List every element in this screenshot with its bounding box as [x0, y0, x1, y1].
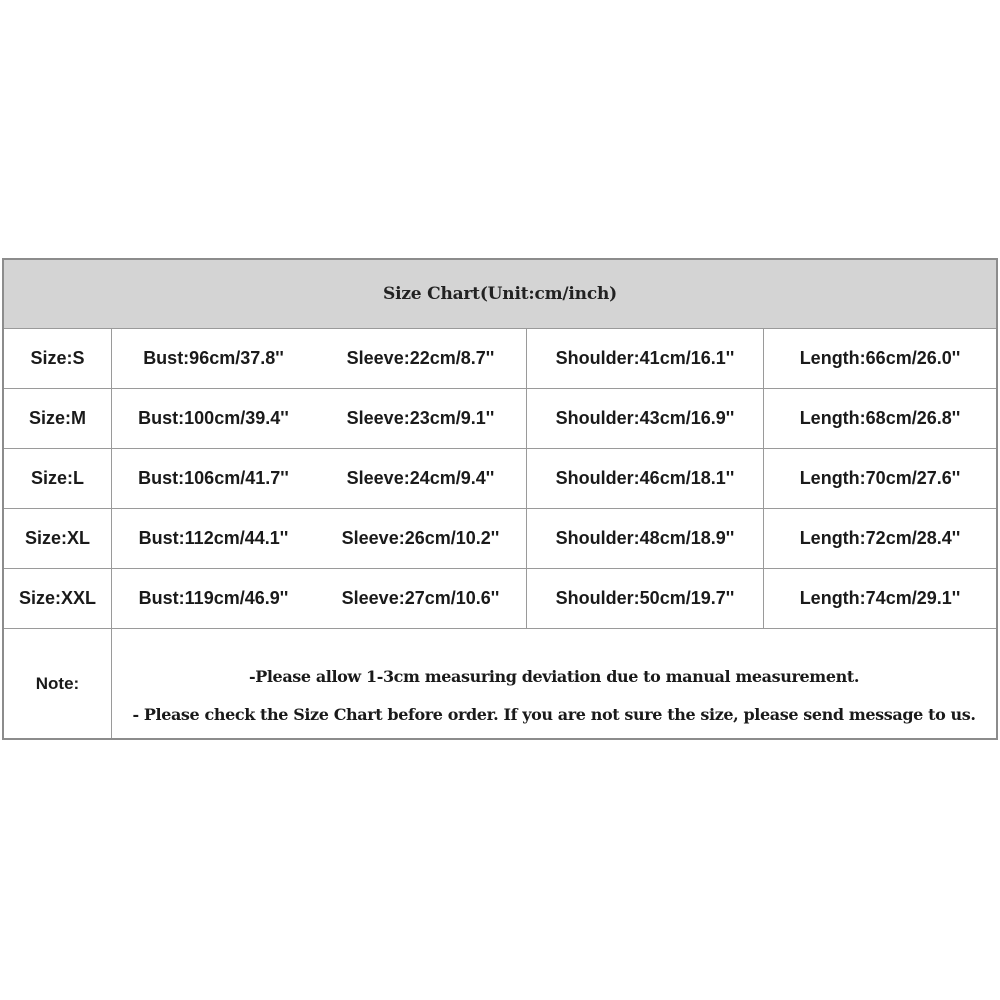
shoulder-cell: Shoulder:46cm/18.1''	[555, 467, 735, 488]
size-cell: Size:S	[30, 347, 85, 368]
table-row: Size:XXL Bust:119cm/46.9'' Sleeve:27cm/1…	[4, 568, 996, 629]
size-cell: Size:M	[28, 407, 86, 428]
bust-cell: Bust:100cm/39.4''	[138, 407, 289, 428]
size-cell: Size:XXL	[18, 587, 97, 608]
table-row: Size:S Bust:96cm/37.8'' Sleeve:22cm/8.7'…	[4, 328, 996, 389]
shoulder-cell: Shoulder:41cm/16.1''	[555, 347, 735, 368]
bust-cell: Bust:106cm/41.7''	[138, 467, 289, 488]
sleeve-cell: Sleeve:23cm/9.1''	[346, 407, 495, 428]
length-cell: Length:72cm/28.4''	[799, 527, 961, 548]
size-cell: Size:L	[30, 467, 84, 488]
table-row: Size:M Bust:100cm/39.4'' Sleeve:23cm/9.1…	[4, 388, 996, 449]
shoulder-cell: Shoulder:48cm/18.9''	[555, 527, 735, 548]
length-cell: Length:66cm/26.0''	[799, 347, 961, 368]
column-divider	[526, 328, 527, 628]
sleeve-cell: Sleeve:27cm/10.6''	[341, 587, 500, 608]
table-row: Size:L Bust:106cm/41.7'' Sleeve:24cm/9.4…	[4, 448, 996, 509]
size-chart-title: Size Chart(Unit:cm/inch)	[383, 284, 617, 304]
shoulder-cell: Shoulder:50cm/19.7''	[555, 587, 735, 608]
size-chart-table: Size Chart(Unit:cm/inch) Size:S Bust:96c…	[2, 258, 998, 740]
length-cell: Length:68cm/26.8''	[799, 407, 961, 428]
bust-cell: Bust:96cm/37.8''	[143, 347, 284, 368]
note-row: Note: -Please allow 1-3cm measuring devi…	[4, 629, 996, 738]
length-cell: Length:74cm/29.1''	[799, 587, 961, 608]
sleeve-cell: Sleeve:24cm/9.4''	[346, 467, 495, 488]
size-cell: Size:XL	[24, 527, 90, 548]
note-label: Note:	[35, 673, 80, 693]
size-chart-header: Size Chart(Unit:cm/inch)	[4, 260, 996, 329]
sleeve-cell: Sleeve:22cm/8.7''	[346, 347, 495, 368]
length-cell: Length:70cm/27.6''	[799, 467, 961, 488]
bust-cell: Bust:112cm/44.1''	[138, 527, 289, 548]
note-text: - Please check the Size Chart before ord…	[132, 705, 976, 724]
bust-cell: Bust:119cm/46.9''	[138, 587, 289, 608]
note-text: -Please allow 1-3cm measuring deviation …	[248, 667, 860, 686]
shoulder-cell: Shoulder:43cm/16.9''	[555, 407, 735, 428]
column-divider	[763, 328, 764, 628]
column-divider	[111, 328, 112, 738]
table-row: Size:XL Bust:112cm/44.1'' Sleeve:26cm/10…	[4, 508, 996, 569]
sleeve-cell: Sleeve:26cm/10.2''	[341, 527, 500, 548]
